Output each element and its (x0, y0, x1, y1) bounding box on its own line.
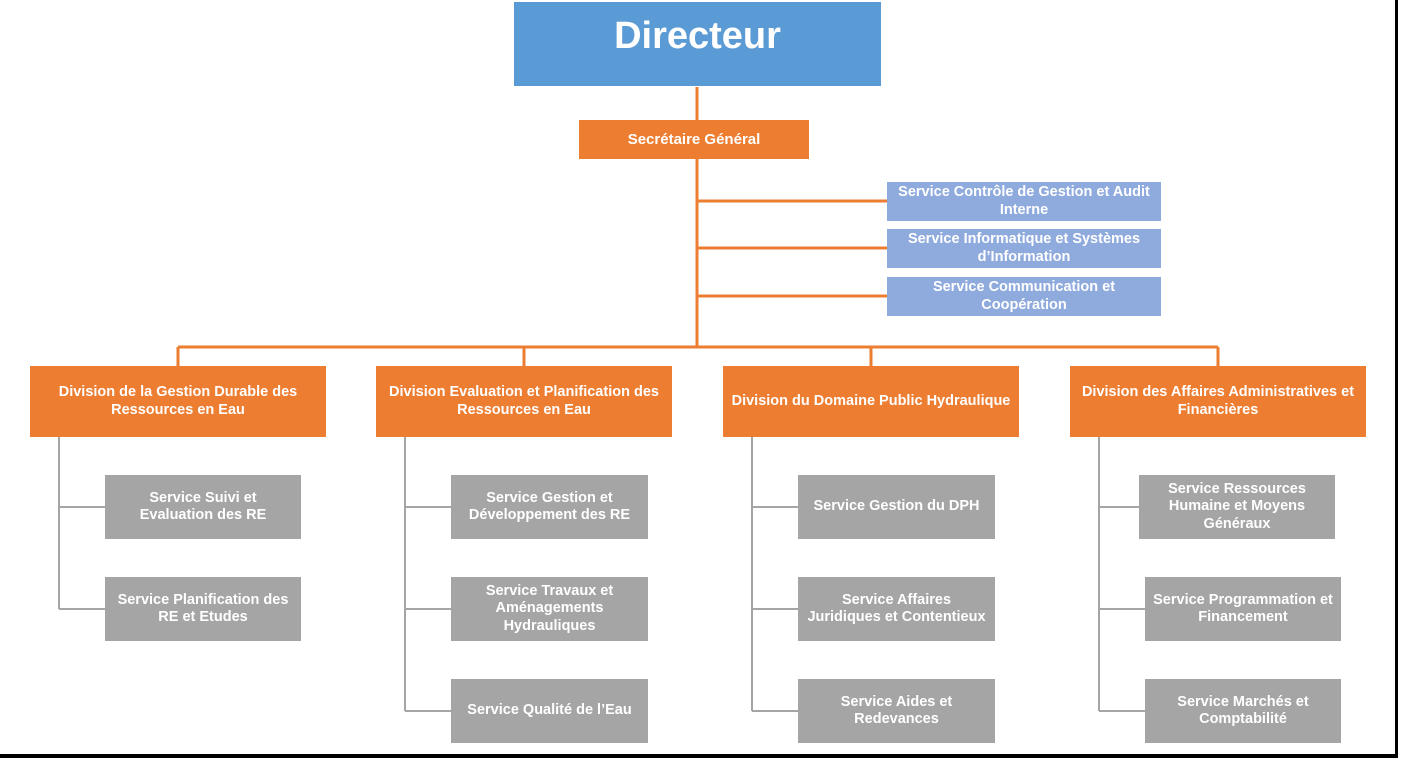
service-label: Service Aides et Redevances (840, 693, 953, 727)
service-box: Service Gestion et Développement des RE (451, 475, 648, 539)
service-label: Service Ressources Humaine et Moyens Gén… (1168, 480, 1306, 532)
service-label: Service Gestion et Développement des RE (468, 489, 631, 523)
service-label: Service Affaires Juridiques et Contentie… (807, 591, 986, 625)
service-label: Service Programmation et Financement (1153, 591, 1333, 625)
secretary-general-label: Secrétaire Général (627, 130, 761, 148)
service-label: Service Suivi et Evaluation des RE (139, 489, 267, 523)
division-box: Division des Affaires Administratives et… (1070, 366, 1366, 437)
service-box: Service Programmation et Financement (1145, 577, 1341, 641)
staff-service-label: Service Informatique et Systèmes d’Infor… (907, 231, 1141, 265)
service-label: Service Marchés et Comptabilité (1177, 693, 1309, 727)
service-box: Service Qualité de l’Eau (451, 679, 648, 743)
division-label: Division des Affaires Administratives et… (1081, 384, 1355, 418)
service-label: Service Travaux et Aménagements Hydrauli… (485, 582, 614, 634)
director-label: Directeur (614, 15, 781, 57)
director-box: Directeur (514, 2, 881, 86)
service-label: Service Planification des RE et Etudes (117, 591, 289, 625)
staff-service-label: Service Communication et Coopération (932, 279, 1116, 313)
division-box: Division de la Gestion Durable des Resso… (30, 366, 326, 437)
staff-service-box: Service Informatique et Systèmes d’Infor… (887, 229, 1161, 268)
staff-service-box: Service Contrôle de Gestion et Audit Int… (887, 182, 1161, 221)
staff-service-box: Service Communication et Coopération (887, 277, 1161, 316)
service-label: Service Qualité de l’Eau (467, 702, 632, 719)
service-box: Service Suivi et Evaluation des RE (105, 475, 301, 539)
service-box: Service Planification des RE et Etudes (105, 577, 301, 641)
division-label: Division de la Gestion Durable des Resso… (58, 384, 298, 418)
secretary-general-box: Secrétaire Général (579, 120, 809, 159)
service-box: Service Aides et Redevances (798, 679, 995, 743)
service-box: Service Gestion du DPH (798, 475, 995, 539)
division-box: Division du Domaine Public Hydraulique (723, 366, 1019, 437)
staff-service-label: Service Contrôle de Gestion et Audit Int… (898, 184, 1150, 218)
division-box: Division Evaluation et Planification des… (376, 366, 672, 437)
division-label: Division Evaluation et Planification des… (389, 384, 659, 418)
service-box: Service Marchés et Comptabilité (1145, 679, 1341, 743)
service-box: Service Travaux et Aménagements Hydrauli… (451, 577, 648, 641)
service-label: Service Gestion du DPH (813, 498, 980, 515)
service-box: Service Affaires Juridiques et Contentie… (798, 577, 995, 641)
service-box: Service Ressources Humaine et Moyens Gén… (1139, 475, 1335, 539)
division-label: Division du Domaine Public Hydraulique (731, 392, 1011, 409)
